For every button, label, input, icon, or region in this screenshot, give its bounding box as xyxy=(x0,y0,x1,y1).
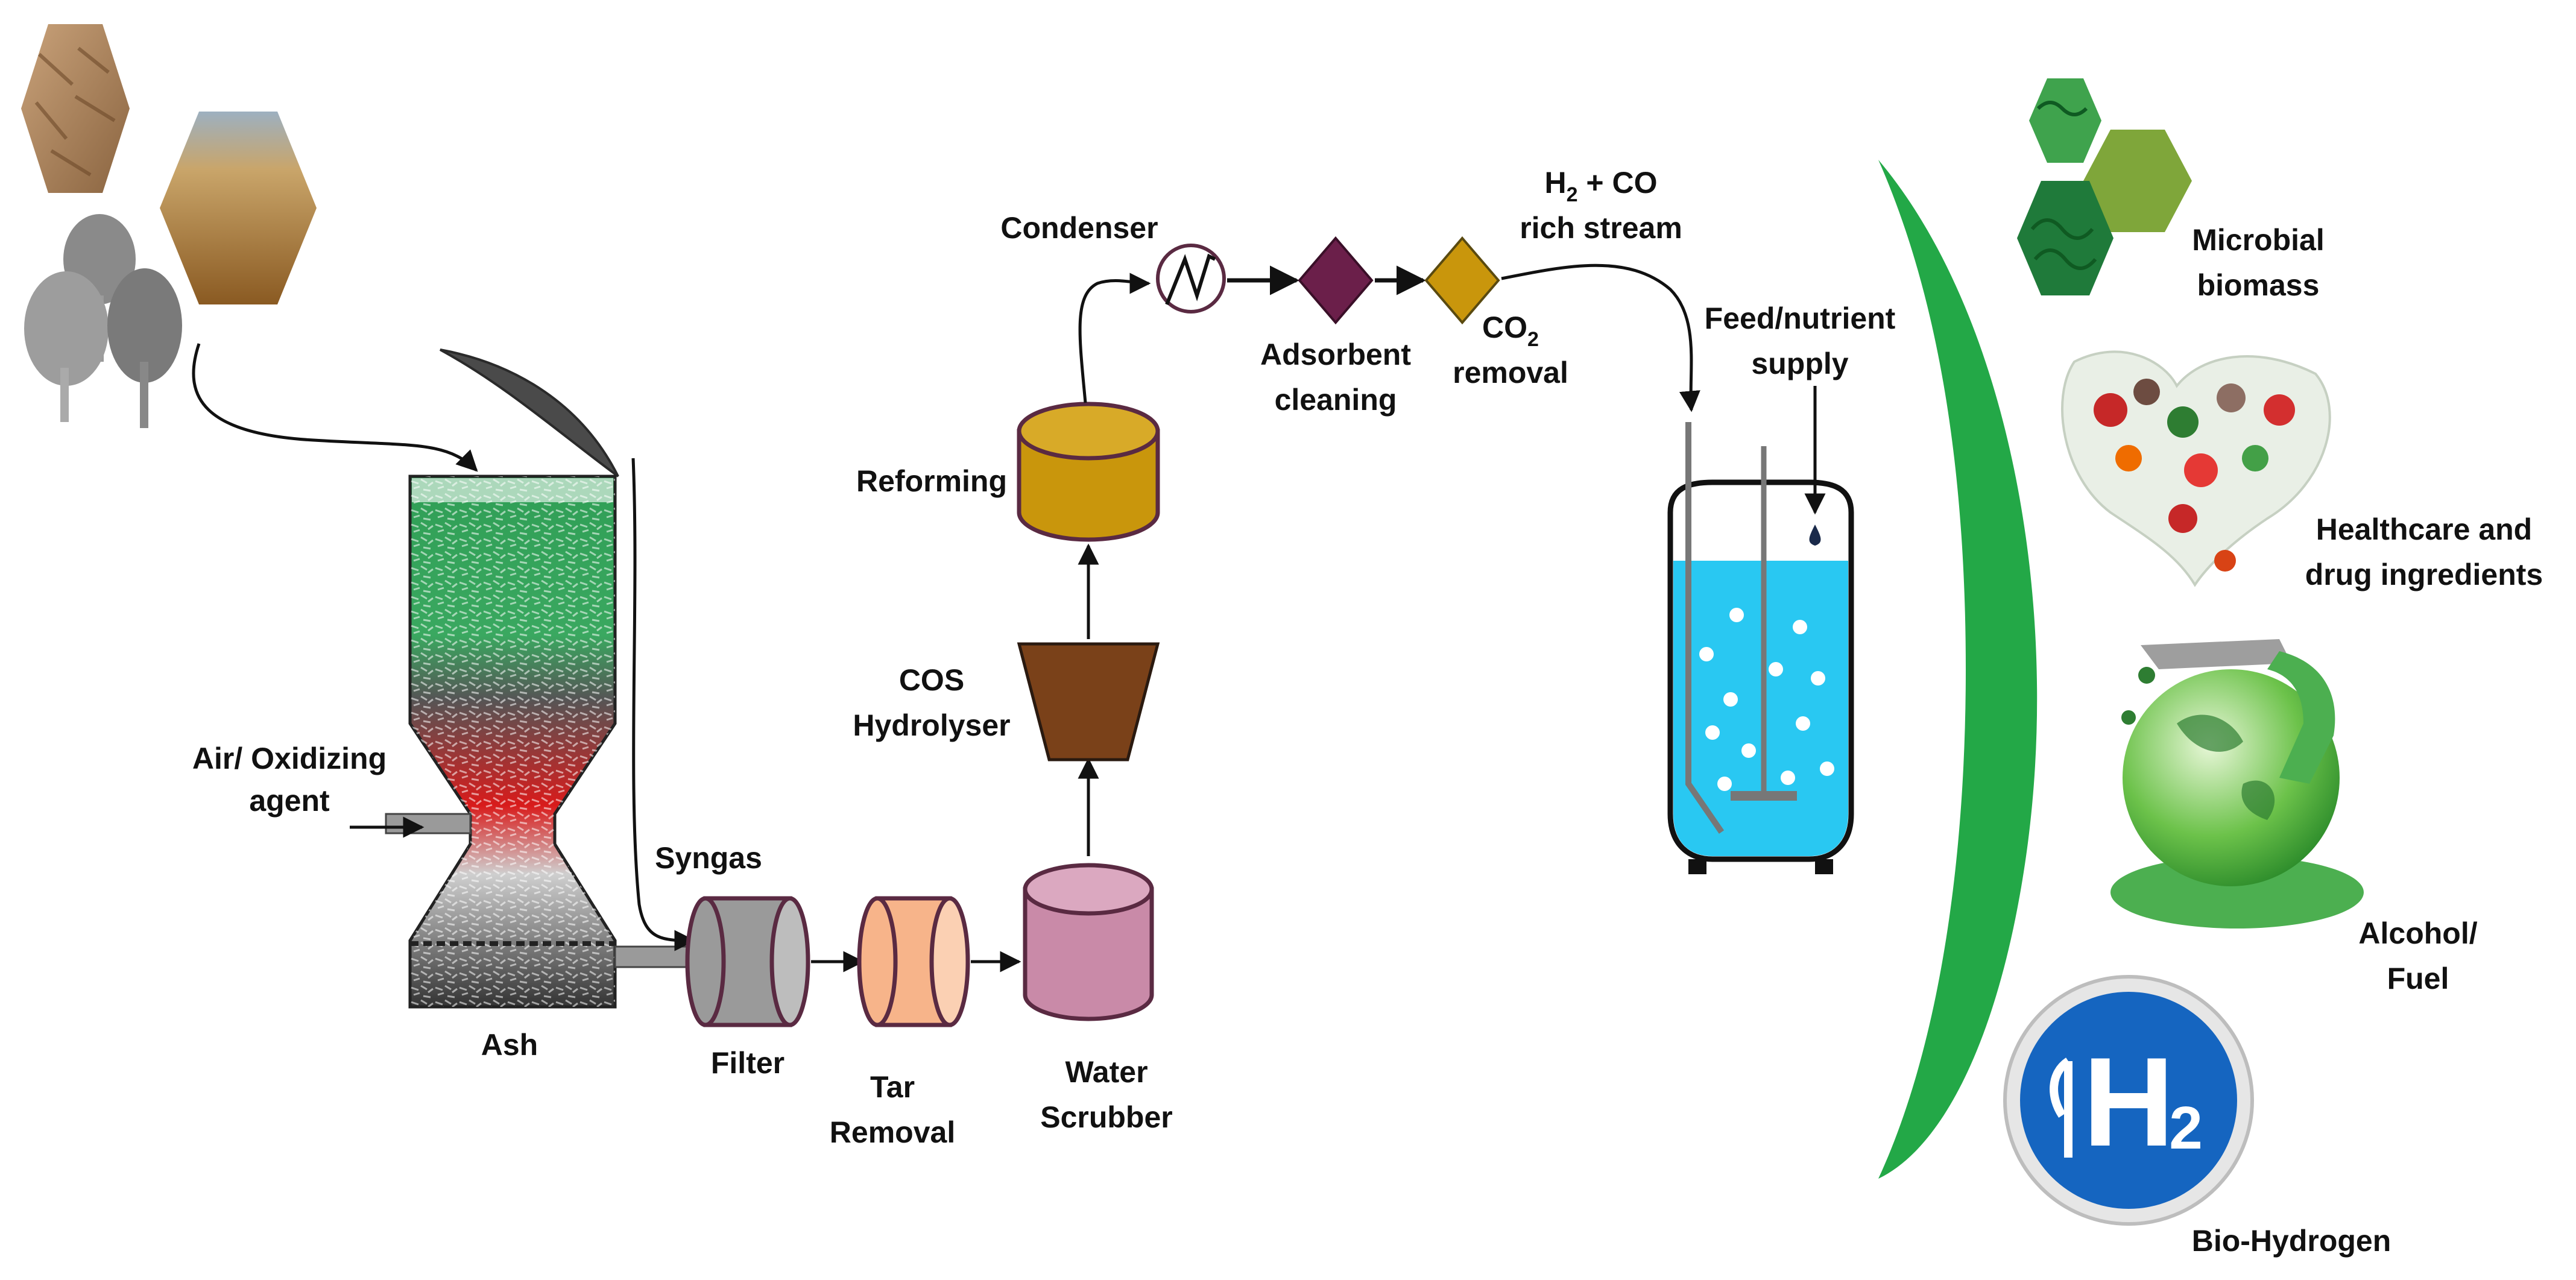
air-agent-label: Air/ Oxidizing xyxy=(192,742,387,775)
water-scrubber-label-2: Scrubber xyxy=(1040,1100,1173,1134)
feed-nutrient-label: Feed/nutrient xyxy=(1705,301,1896,335)
adsorbent-label: Adsorbent xyxy=(1260,338,1411,371)
alcohol-fuel-label: Alcohol/ xyxy=(2358,916,2477,950)
microbial-biomass-label: Microbial xyxy=(2192,223,2324,257)
gas-bubbles xyxy=(1699,608,1834,791)
reactor-top-clear xyxy=(412,478,613,502)
feed-nutrient-label-2: supply xyxy=(1751,347,1848,380)
reforming-unit xyxy=(1017,402,1160,542)
healthcare-image xyxy=(2061,350,2331,587)
adsorbent-cleaning-unit xyxy=(1298,236,1374,325)
healthcare-label-2: drug ingredients xyxy=(2305,558,2543,591)
tar-removal-label: Tar xyxy=(870,1070,915,1104)
product-arc xyxy=(1878,160,2038,1179)
bioreactor-liquid xyxy=(1673,561,1848,856)
co2-removal-label: CO2 xyxy=(1482,311,1539,351)
gas-to-bioreactor-arrow xyxy=(1501,263,1700,412)
nutrient-drop xyxy=(1809,525,1821,546)
syngas-arrow xyxy=(631,458,696,951)
filter-unit xyxy=(685,896,810,1027)
gasifier-reactor xyxy=(385,348,701,1009)
tar-removal-label-2: Removal xyxy=(830,1115,955,1149)
condenser-label: Condenser xyxy=(1000,211,1158,245)
bio-hydrogen-label: Bio-Hydrogen xyxy=(2192,1224,2391,1258)
air-agent-label-2: agent xyxy=(249,784,330,818)
h2-sign-letter: H xyxy=(2083,1031,2174,1173)
condenser-unit xyxy=(1156,244,1226,314)
feedstock-images xyxy=(21,24,317,428)
alcohol-fuel-image xyxy=(2110,639,2364,928)
crop-field-image xyxy=(160,112,317,304)
air-inlet-pipe xyxy=(385,813,472,834)
gas-sparger-pipe xyxy=(1685,422,1725,834)
ash-label: Ash xyxy=(481,1028,538,1062)
co2-removal-label-2: removal xyxy=(1453,356,1568,389)
microbial-biomass-label-2: biomass xyxy=(2197,268,2320,302)
bio-hydrogen-image: H 2 xyxy=(2003,975,2254,1226)
stirrer-blade xyxy=(1731,791,1797,801)
reforming-label: Reforming xyxy=(856,464,1007,498)
co2-removal-unit xyxy=(1424,236,1500,325)
feed-arrow xyxy=(192,343,478,472)
pellet-texture xyxy=(34,46,116,177)
filter-label: Filter xyxy=(711,1046,784,1080)
bioreactor xyxy=(1667,386,1854,874)
reforming-to-condenser-arrow xyxy=(1078,273,1151,403)
healthcare-label: Healthcare and xyxy=(2316,512,2532,546)
water-scrubber-unit xyxy=(1023,863,1154,1021)
cos-hydrolyser-unit xyxy=(1017,642,1160,761)
alcohol-fuel-label-2: Fuel xyxy=(2387,962,2449,995)
cos-hydrolyser-label-2: Hydrolyser xyxy=(853,708,1010,742)
h2-sign-subscript: 2 xyxy=(2169,1094,2203,1162)
h2-co-label: H2 + CO xyxy=(1544,166,1657,206)
syngas-label: Syngas xyxy=(655,841,762,875)
tar-removal-unit xyxy=(857,896,970,1027)
cos-hydrolyser-label: COS xyxy=(899,663,964,697)
adsorbent-label-2: cleaning xyxy=(1275,383,1397,417)
h2-co-label-2: rich stream xyxy=(1520,211,1682,245)
hopper-lid xyxy=(440,348,619,478)
microbial-biomass-image xyxy=(2017,78,2192,295)
trees-icon xyxy=(24,214,182,428)
water-scrubber-label: Water xyxy=(1065,1055,1148,1089)
fuel-pump-icon xyxy=(2050,1058,2072,1158)
